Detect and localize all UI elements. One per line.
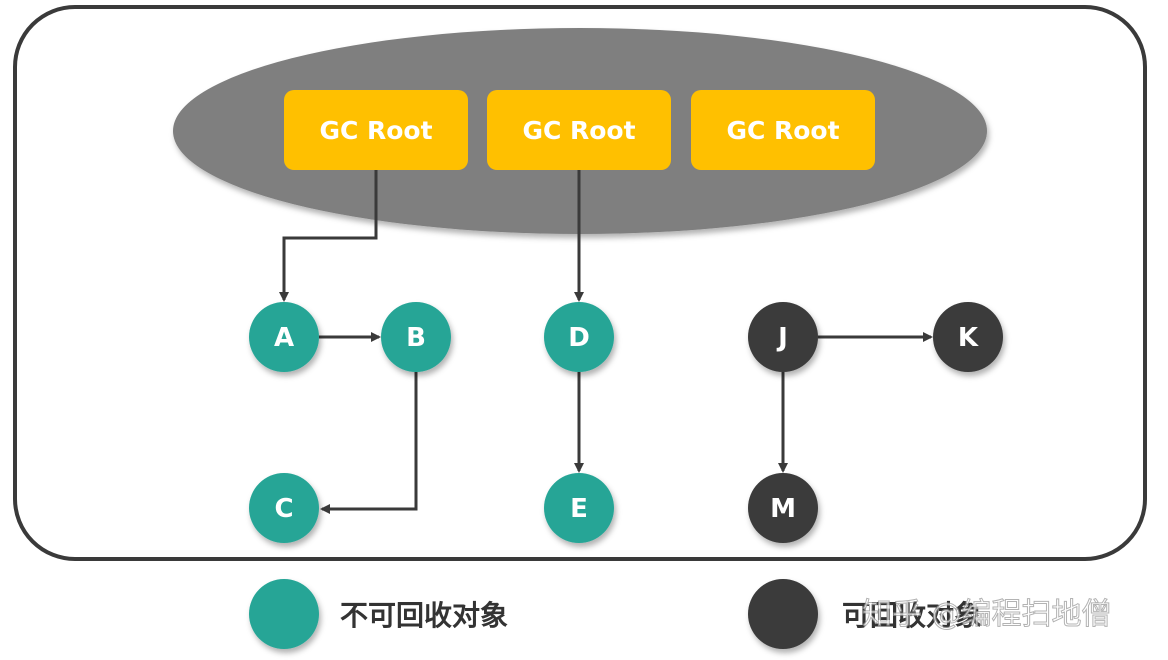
legend-swatch-unreachable xyxy=(748,579,818,649)
node-b: B xyxy=(381,302,451,372)
gc-root-label: GC Root xyxy=(726,116,839,145)
node-d-label: D xyxy=(568,323,590,353)
legend-label-unreachable: 可回收对象 xyxy=(842,599,982,632)
node-a: A xyxy=(249,302,319,372)
node-c-label: C xyxy=(274,494,293,524)
watermark: 知乎 @编程扫地僧 xyxy=(862,597,1112,632)
node-k: K xyxy=(933,302,1003,372)
node-j: J xyxy=(748,302,818,372)
gc-root-label: GC Root xyxy=(522,116,635,145)
node-a-label: A xyxy=(274,323,294,353)
gc-root-box: GC Root xyxy=(487,90,671,170)
node-b-label: B xyxy=(406,323,426,353)
gc-root-box: GC Root xyxy=(284,90,468,170)
node-e: E xyxy=(544,473,614,543)
node-m-label: M xyxy=(770,494,796,524)
node-e-label: E xyxy=(570,494,588,524)
edge-root1-to-a xyxy=(279,170,378,302)
edges-layer xyxy=(279,170,933,514)
gc-root-box: GC Root xyxy=(691,90,875,170)
node-j-label: J xyxy=(776,323,788,353)
legend-swatch-reachable xyxy=(249,579,319,649)
node-m: M xyxy=(748,473,818,543)
node-c: C xyxy=(249,473,319,543)
edge-b-to-c xyxy=(320,372,418,514)
legend-label-reachable: 不可回收对象 xyxy=(340,599,508,632)
node-d: D xyxy=(544,302,614,372)
legend-unreachable: 可回收对象 xyxy=(748,579,982,649)
gc-root-label: GC Root xyxy=(319,116,432,145)
node-k-label: K xyxy=(958,323,979,353)
legend-reachable: 不可回收对象 xyxy=(249,579,508,649)
